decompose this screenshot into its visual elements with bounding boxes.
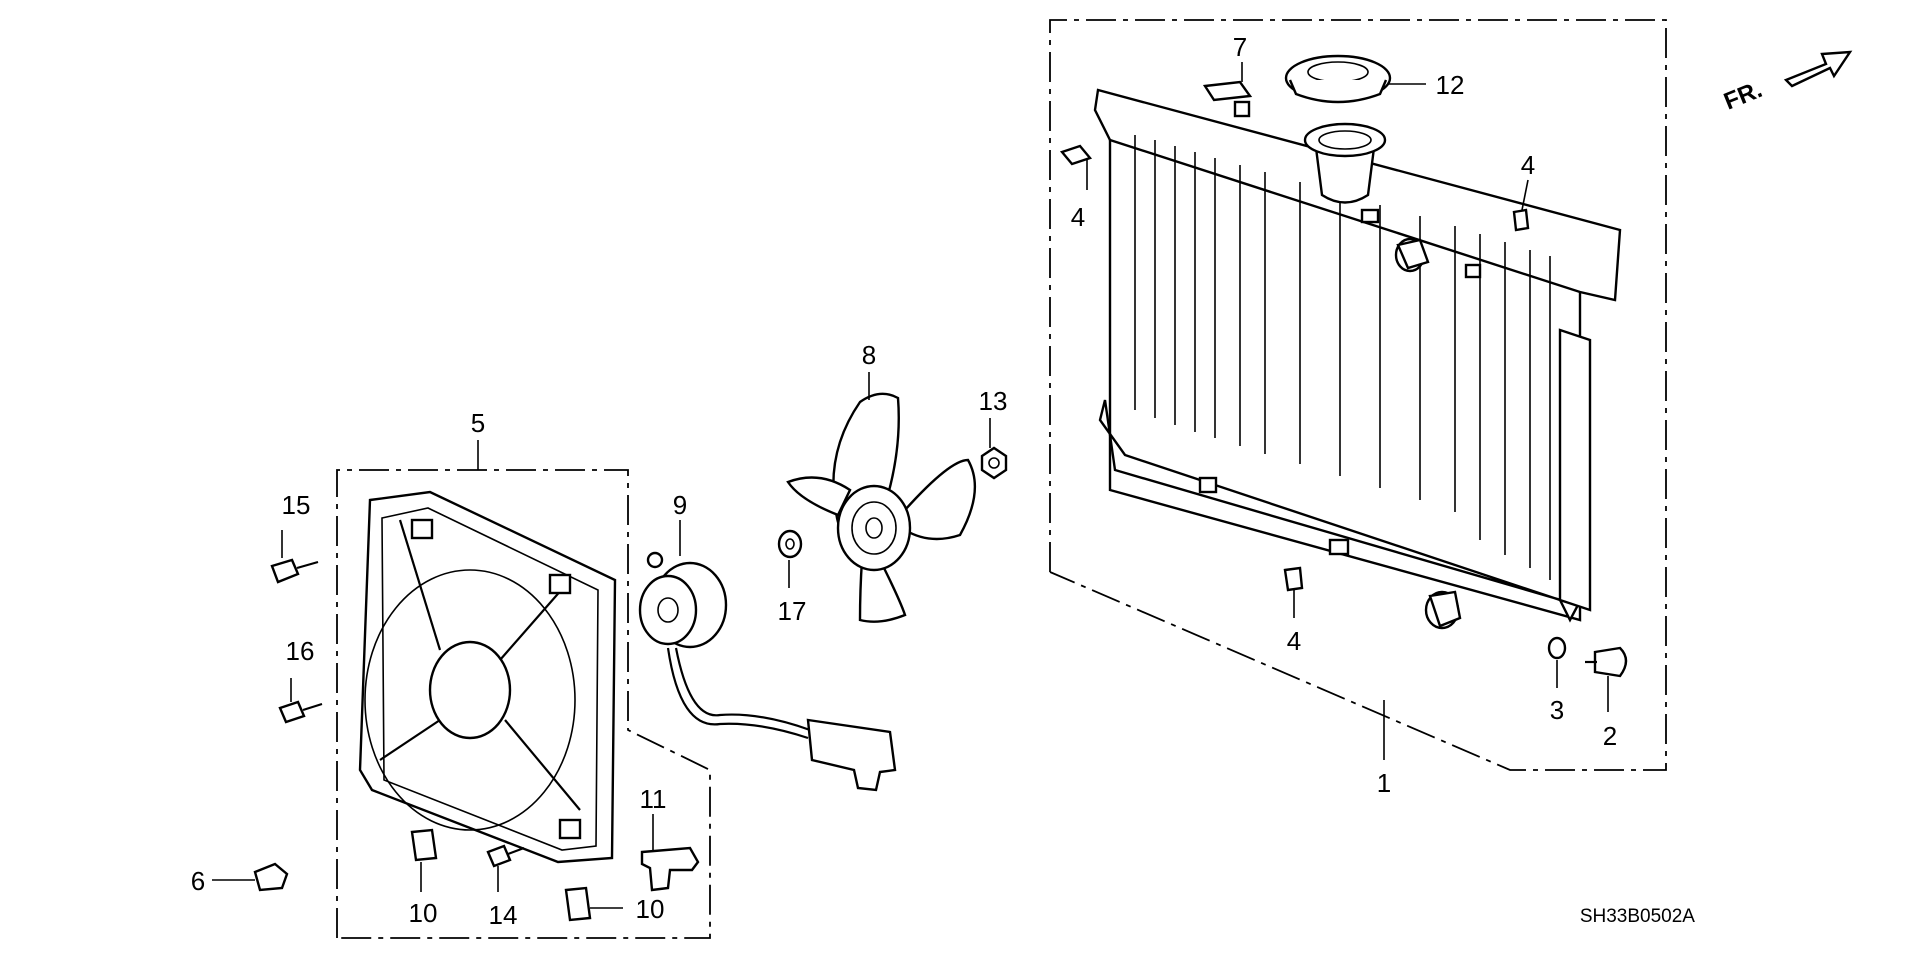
- callout-1[interactable]: 1: [1377, 768, 1391, 798]
- drain-plug-drawing: [1585, 646, 1628, 678]
- diagram-code: SH33B0502A: [1580, 906, 1695, 927]
- callout-13[interactable]: 13: [979, 386, 1008, 416]
- front-arrow-icon: [1783, 50, 1853, 88]
- callout-14[interactable]: 14: [489, 900, 518, 930]
- bolt-15-drawing: [270, 558, 319, 584]
- washer-3-drawing: [1547, 636, 1567, 660]
- callout-11[interactable]: 11: [640, 784, 667, 814]
- fan-shroud-group-boundary: [336, 469, 711, 939]
- callout-12[interactable]: 12: [1436, 70, 1465, 100]
- callout-8[interactable]: 8: [862, 340, 876, 370]
- caution-label-drawing: [1202, 80, 1253, 102]
- leader-lines: [212, 62, 1609, 909]
- callout-4b[interactable]: 4: [1521, 150, 1535, 180]
- callout-5[interactable]: 5: [471, 408, 485, 438]
- clip-10b-drawing: [564, 886, 592, 922]
- callout-3[interactable]: 3: [1550, 695, 1564, 725]
- callout-4a[interactable]: 4: [1071, 202, 1085, 232]
- callout-7[interactable]: 7: [1233, 32, 1247, 62]
- callout-17[interactable]: 17: [778, 596, 807, 626]
- front-label: FR.: [1720, 76, 1766, 116]
- callout-2[interactable]: 2: [1603, 721, 1617, 751]
- clip-6-drawing: [253, 862, 289, 892]
- part-callouts: 1 2 3 4 4 4 5 6 7 8 9 10 10 11 12 13 14 …: [191, 32, 1617, 930]
- callout-6[interactable]: 6: [191, 866, 205, 896]
- callout-4c[interactable]: 4: [1287, 626, 1301, 656]
- callout-15[interactable]: 15: [282, 490, 311, 520]
- fan-shroud-drawing: [358, 490, 617, 864]
- bracket-11-drawing: [640, 846, 700, 892]
- bolt-16-drawing: [278, 700, 323, 724]
- front-direction-indicator: FR.: [1720, 50, 1853, 116]
- washer-17-drawing: [777, 529, 803, 559]
- radiator-drawing: [1093, 88, 1622, 630]
- radiator-group-boundary: [1049, 19, 1667, 771]
- radiator-cap-drawing: [1284, 54, 1392, 104]
- callout-9[interactable]: 9: [673, 490, 687, 520]
- bolt-14-drawing: [486, 844, 525, 868]
- clip-10a-drawing: [410, 828, 438, 862]
- callout-10a[interactable]: 10: [409, 898, 438, 928]
- callout-16[interactable]: 16: [286, 636, 315, 666]
- nut-13-drawing: [980, 446, 1008, 480]
- callout-10b[interactable]: 10: [636, 894, 665, 924]
- fan-motor-drawing: [638, 551, 897, 792]
- cushion-clip-drawings: [1059, 144, 1530, 592]
- cooling-fan-drawing: [786, 392, 977, 623]
